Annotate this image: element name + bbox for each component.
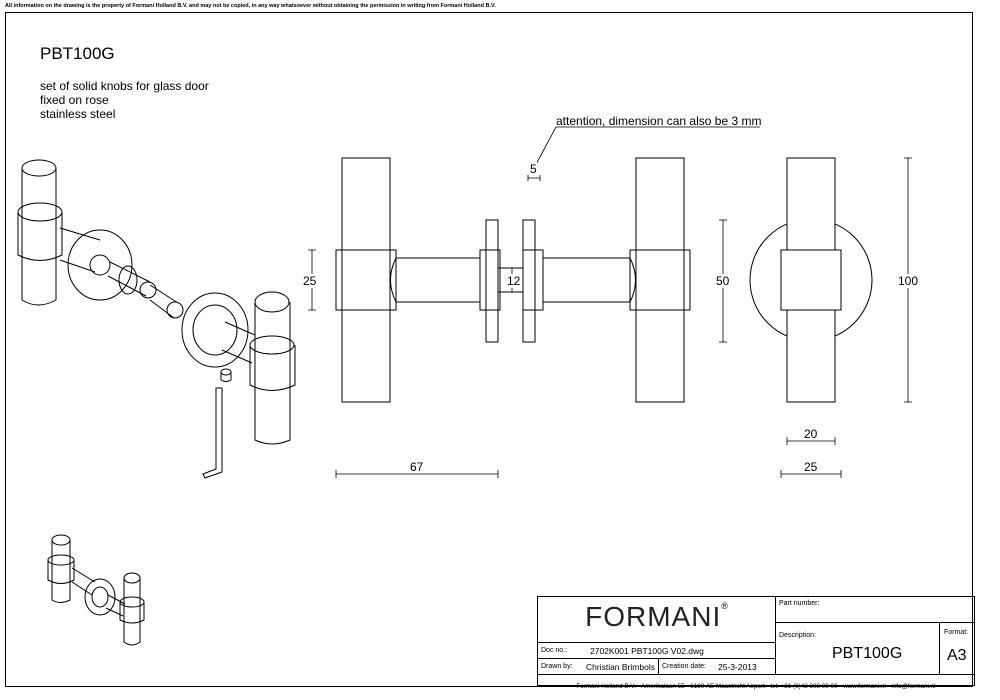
copyright-notice: All information on the drawing is the pr… — [5, 3, 496, 9]
dimension-note: attention, dimension can also be 3 mm — [556, 114, 762, 128]
description-value: PBT100G — [832, 645, 903, 662]
dimension-lines — [308, 126, 912, 478]
description-label: Description: — [779, 632, 816, 639]
dim-25-height: 25 — [303, 274, 317, 288]
doc-no-row: Doc no.: 2702K001 PBT100G V02.dwg — [538, 643, 776, 659]
isometric-assembled-view — [47, 534, 145, 646]
dim-20: 20 — [804, 427, 818, 441]
format-cell: Format: A3 — [940, 623, 974, 675]
part-number-label: Part number: — [779, 600, 820, 607]
description-line-1: set of solid knobs for glass door — [40, 79, 209, 93]
registered-mark: ® — [721, 601, 728, 611]
format-value: A3 — [947, 647, 967, 664]
dim-25-width: 25 — [804, 460, 818, 474]
side-view — [749, 157, 873, 403]
dim-67: 67 — [410, 460, 424, 474]
isometric-exploded-view — [17, 159, 296, 479]
footer-cell: Formani Holland B.V. · Amerikalaan 55 · … — [538, 675, 974, 690]
format-label: Format: — [944, 629, 969, 636]
drawn-by-label: Drawn by: — [541, 663, 573, 670]
dim-12: 12 — [507, 274, 521, 288]
creation-date-label: Creation date: — [662, 663, 706, 670]
company-address: Formani Holland B.V. · Amerikalaan 55 · … — [576, 683, 936, 690]
description-line-3: stainless steel — [40, 107, 116, 121]
drawn-by-row: Drawn by: Christian Brimbols Creation da… — [538, 659, 776, 675]
creation-date-value: 25-3-2013 — [718, 662, 757, 672]
product-code: PBT100G — [40, 44, 115, 63]
description-cell: Description: PBT100G — [776, 623, 940, 675]
front-view — [335, 157, 691, 403]
drawn-by-value: Christian Brimbols — [586, 662, 655, 672]
part-number-cell: Part number: — [776, 597, 974, 623]
company-logo: FORMANI — [585, 601, 722, 632]
title-block: FORMANI® Doc no.: 2702K001 PBT100G V02.d… — [537, 596, 975, 690]
logo-cell: FORMANI® — [538, 597, 776, 643]
dim-50: 50 — [716, 274, 730, 288]
drawing-frame — [5, 12, 973, 687]
dim-100: 100 — [898, 274, 919, 288]
description-line-2: fixed on rose — [40, 93, 109, 107]
dim-5: 5 — [530, 162, 537, 176]
doc-no-value: 2702K001 PBT100G V02.dwg — [590, 646, 704, 656]
doc-no-label: Doc no.: — [541, 647, 568, 654]
